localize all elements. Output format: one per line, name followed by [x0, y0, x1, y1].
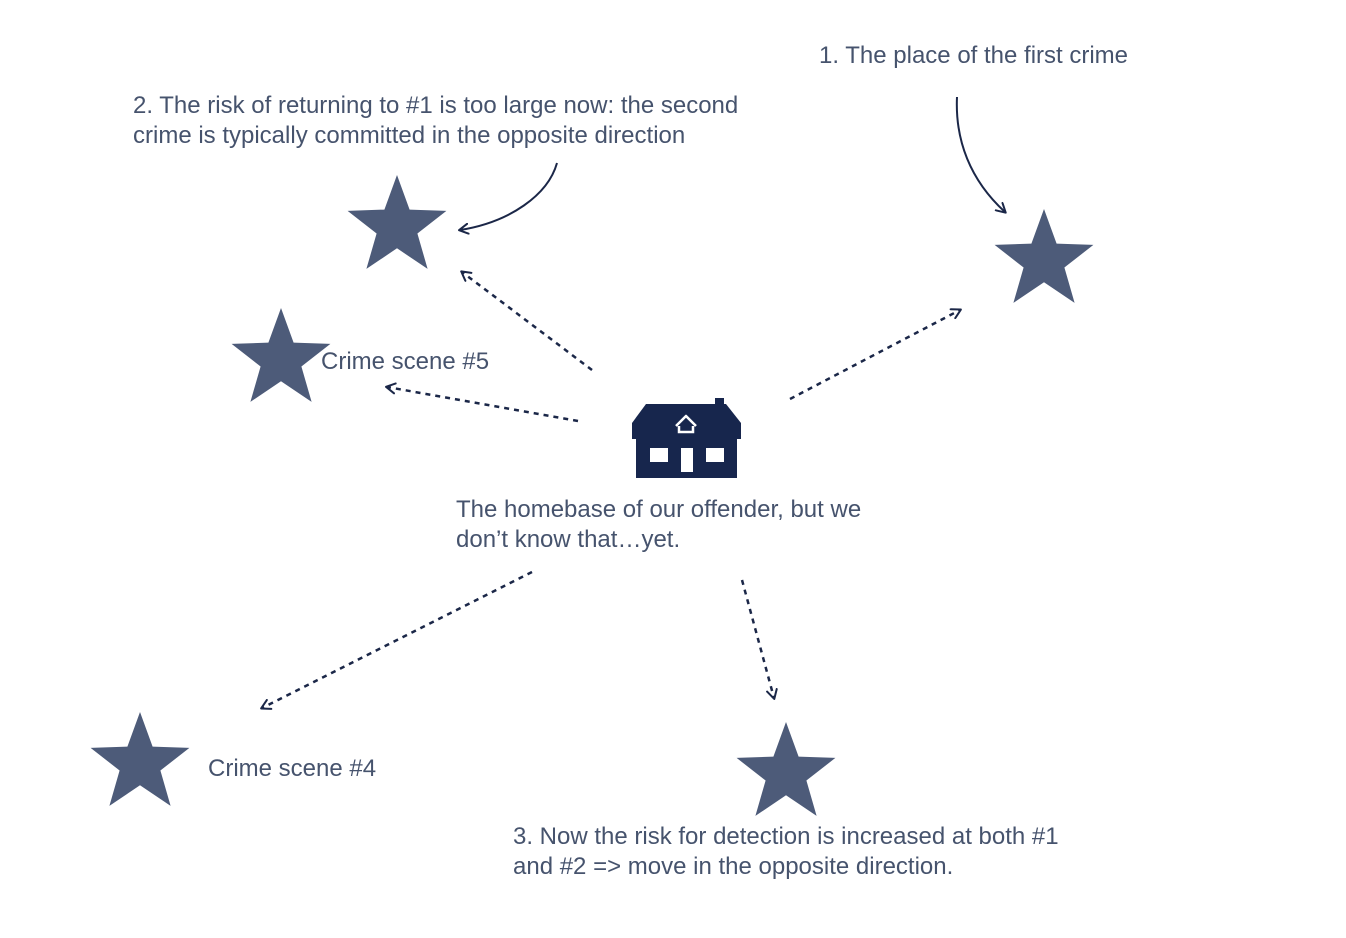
- label-line: 1. The place of the first crime: [819, 42, 1129, 69]
- label-line: and #2 => move in the opposite direction…: [513, 853, 954, 880]
- label-crime-scene-5: Crime scene #5: [321, 347, 489, 377]
- label-line: Crime scene #5: [321, 348, 490, 375]
- movement-arrow-to-crime-5: [385, 382, 579, 423]
- label-first-crime: 1. The place of the first crime: [819, 41, 1128, 71]
- label-line: crime is typically committed in the oppo…: [133, 122, 686, 149]
- star-icon-crime-1: [994, 209, 1094, 303]
- label-second-crime: 2. The risk of returning to #1 is too la…: [133, 91, 738, 151]
- star-icon-crime-3: [736, 722, 836, 816]
- movement-arrow-to-crime-3: [740, 579, 778, 700]
- house-icon: [632, 398, 741, 478]
- movement-arrow-to-crime-1: [789, 308, 962, 401]
- callout-arrow-first-crime: [955, 96, 1007, 214]
- label-crime-scene-4: Crime scene #4: [208, 754, 376, 784]
- label-homebase: The homebase of our offender, but we don…: [456, 495, 861, 555]
- label-line: 3. Now the risk for detection is increas…: [513, 823, 1059, 850]
- callout-arrow-second-crime: [458, 162, 558, 235]
- movement-arrow-to-crime-2: [460, 270, 593, 371]
- star-icon-crime-4: [90, 712, 190, 806]
- label-line: The homebase of our offender, but we: [456, 496, 862, 523]
- label-third-crime: 3. Now the risk for detection is increas…: [513, 822, 1059, 882]
- label-line: don’t know that…yet.: [456, 526, 681, 553]
- star-icon-crime-2: [347, 175, 447, 269]
- star-icon-crime-5: [231, 308, 331, 402]
- movement-arrow-to-crime-4: [260, 570, 533, 710]
- label-line: 2. The risk of returning to #1 is too la…: [133, 92, 739, 119]
- label-line: Crime scene #4: [208, 755, 377, 782]
